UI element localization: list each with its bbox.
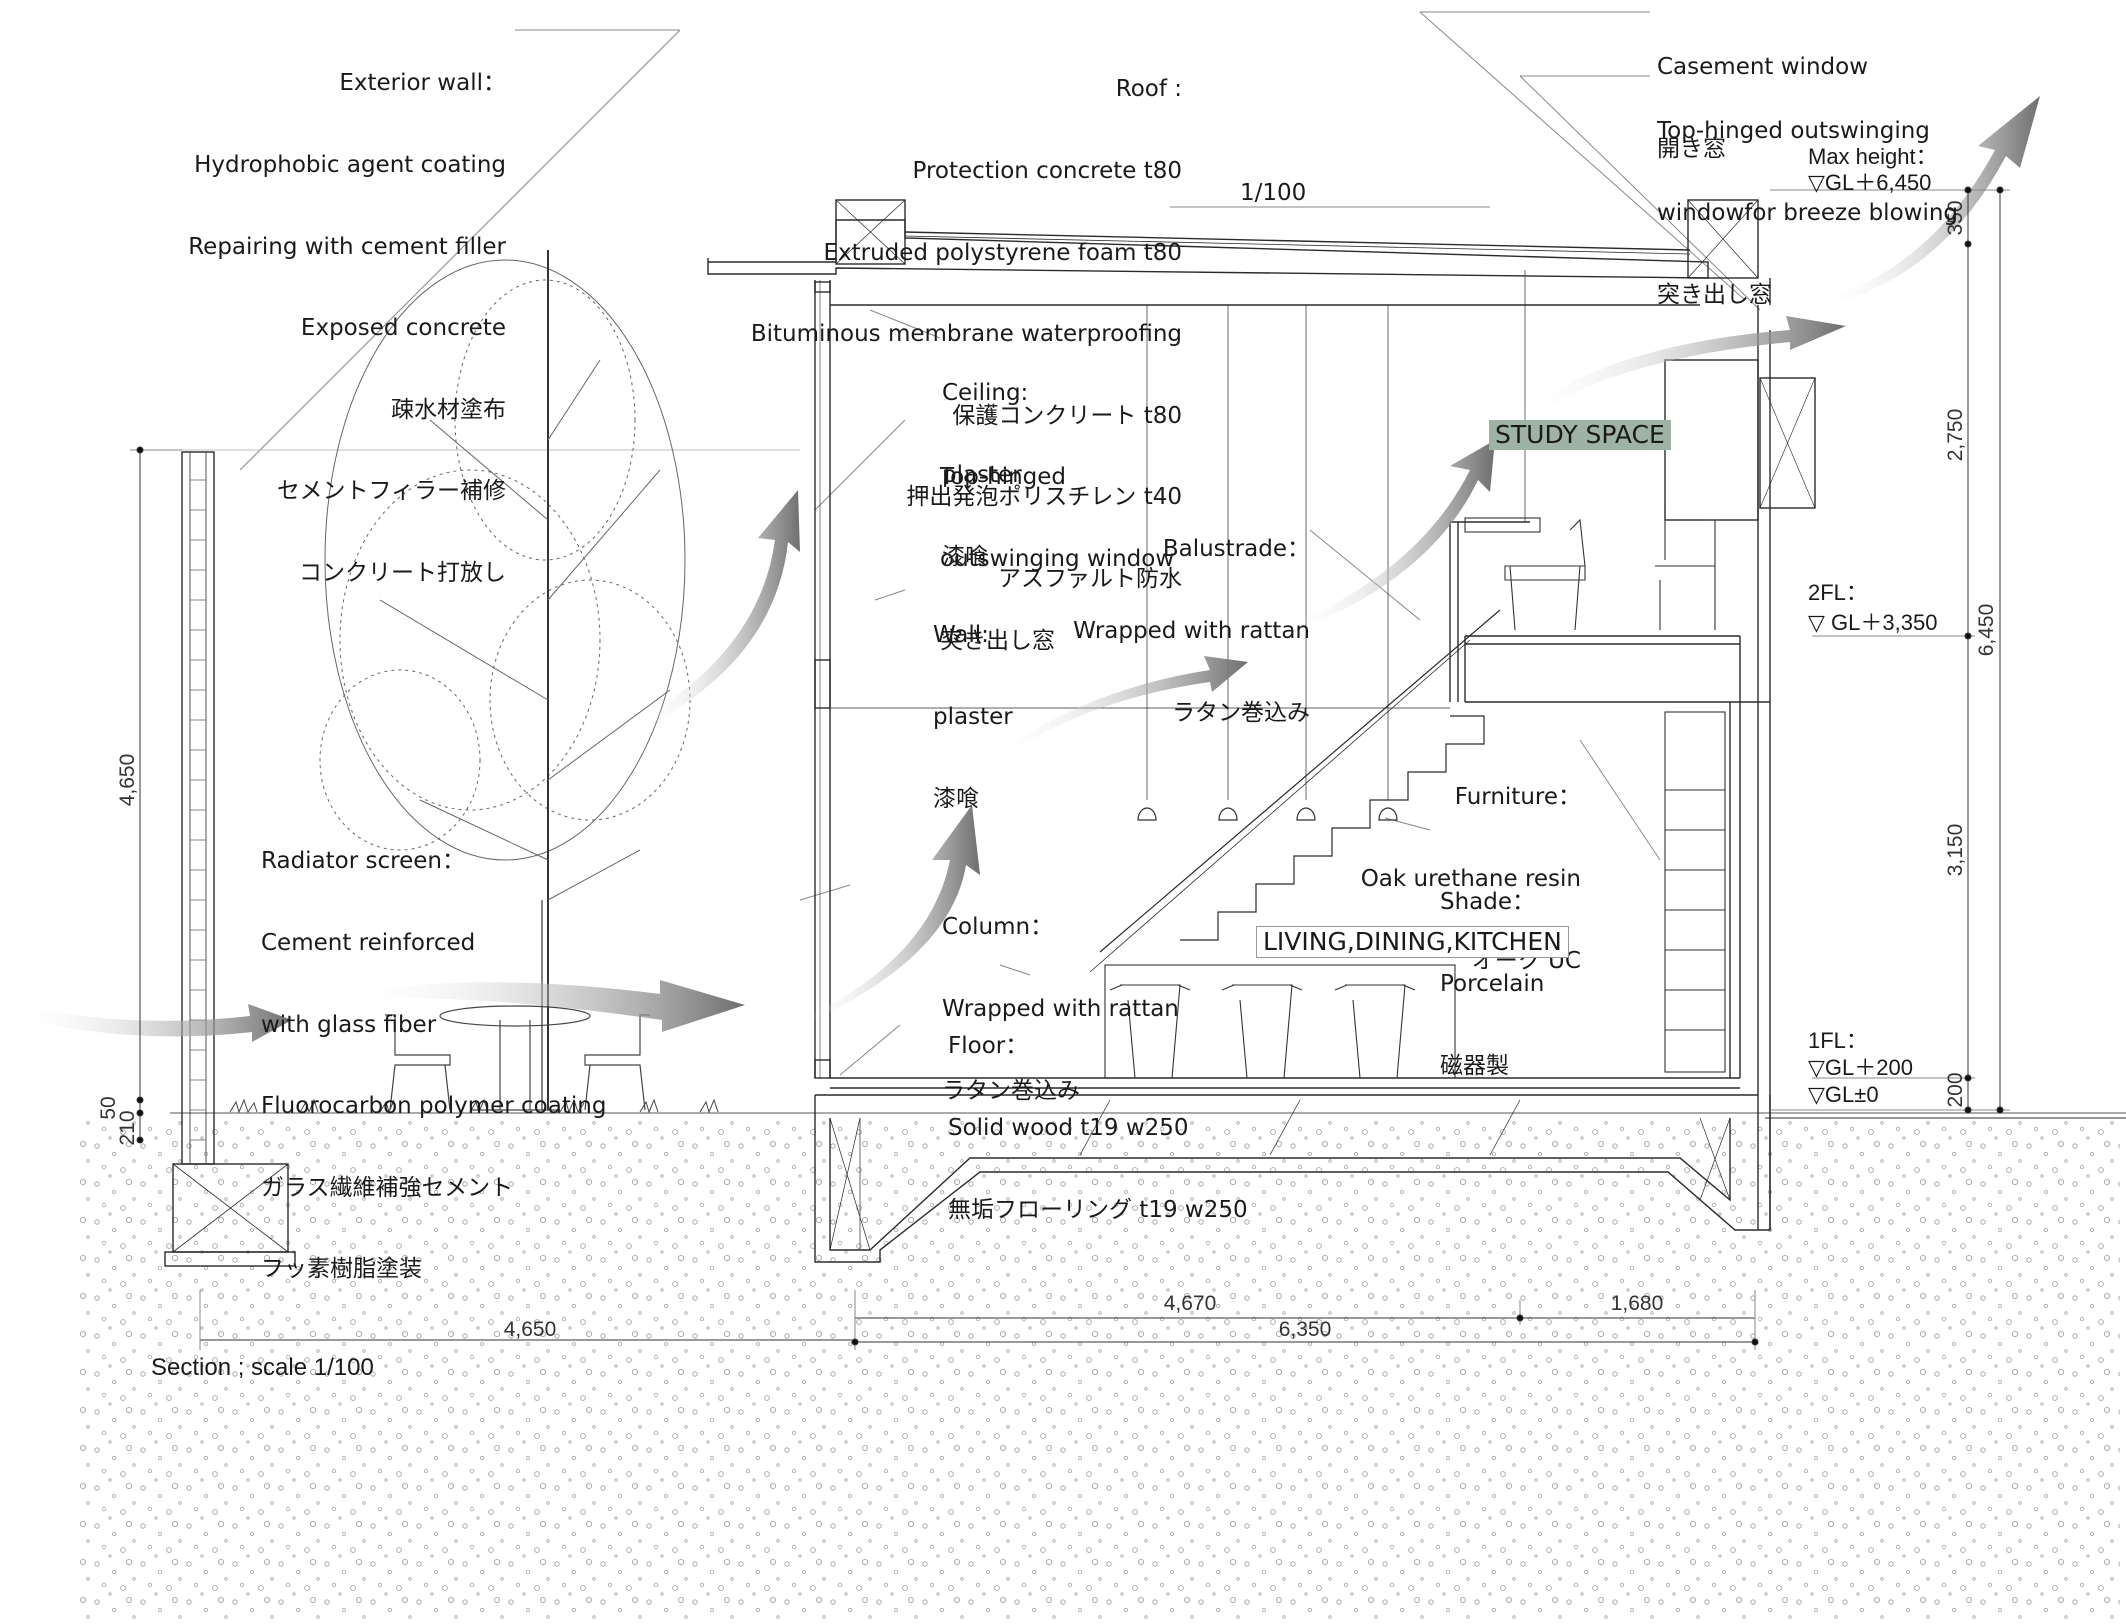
note-line: Exposed concrete <box>300 315 506 342</box>
note-line: 突き出し窓 <box>940 627 1055 654</box>
note-line: Balustrade： <box>1162 536 1310 563</box>
note-line: セメントフィラー補修 <box>276 478 506 505</box>
note-line: Extruded polystyrene foam t80 <box>823 239 1182 266</box>
note-line: Hydrophobic agent coating <box>194 152 506 179</box>
airflow-arrows <box>10 96 2040 1042</box>
note-line: Wrapped with rattan <box>1073 618 1310 645</box>
note-line: 保護コンクリート t80 <box>952 402 1182 429</box>
dim-2750: 2,750 <box>1944 409 1967 462</box>
note-column: Column： Wrapped with rattan ラタン巻込み <box>942 860 1179 1132</box>
level-max-height-label: Max height： <box>1808 144 1938 169</box>
dim-50: 50 <box>97 1096 120 1119</box>
note-line: Floor： <box>948 1033 1029 1060</box>
note-line: Top-hinged <box>940 464 1067 491</box>
dim-4670: 4,670 <box>1164 1292 1217 1315</box>
dim-left-4650: 4,650 <box>116 754 139 807</box>
note-line: Wall: <box>933 622 989 649</box>
study-furniture <box>1464 510 1716 631</box>
note-line: Exterior wall： <box>339 70 506 97</box>
note-ceiling: Ceiling: plaster 漆喰 <box>942 326 1028 598</box>
dim-3150: 3,150 <box>1944 824 1967 877</box>
note-floor: Floor： Solid wood t19 w250 無垢フローリング t19 … <box>948 979 1248 1251</box>
level-2fl-label: 2FL： <box>1808 580 1868 605</box>
note-line: Casement window <box>1657 54 1869 81</box>
dim-200: 200 <box>1944 1072 1967 1107</box>
note-line: Furniture： <box>1454 784 1581 811</box>
note-line: Fluorocarbon polymer coating <box>261 1093 607 1120</box>
note-line: Repairing with cement filler <box>188 233 506 260</box>
room-label-ldk: LIVING,DINING,KITCHEN <box>1256 926 1569 958</box>
ground <box>80 1112 2126 1620</box>
note-line: Protection concrete t80 <box>912 158 1182 185</box>
note-line: Cement reinforced <box>261 930 476 957</box>
note-line: Porcelain <box>1440 971 1545 998</box>
note-line: Solid wood t19 w250 <box>948 1115 1189 1142</box>
note-line: windowfor breeze blowing <box>1657 200 1959 227</box>
note-top-hinged-breeze: Top-hinged outswinging windowfor breeze … <box>1657 64 1958 336</box>
note-line: 突き出し窓 <box>1657 281 1772 308</box>
level-1fl-label: 1FL： <box>1808 1028 1868 1053</box>
note-line: 漆喰 <box>942 543 988 570</box>
level-2fl-value: ▽ GL＋3,350 <box>1808 610 1937 635</box>
note-roof: Roof : Protection concrete t80 Extruded … <box>751 22 1182 620</box>
note-line: ラタン巻込み <box>942 1077 1080 1104</box>
note-line: ガラス繊維補強セメント <box>261 1174 514 1201</box>
right-dimension-lines <box>1770 186 2010 1114</box>
dim-210: 210 <box>116 1110 139 1145</box>
note-line: 無垢フローリング t19 w250 <box>948 1196 1248 1223</box>
note-line: with glass fiber <box>261 1011 437 1038</box>
note-line: Radiator screen： <box>261 848 465 875</box>
staircase <box>1089 609 1501 973</box>
note-line: plaster <box>942 462 1022 489</box>
drawing-caption: Section ; scale 1/100 <box>151 1354 374 1381</box>
room-label-study: STUDY SPACE <box>1489 420 1671 450</box>
note-line: Column： <box>942 914 1054 941</box>
note-line: Wrapped with rattan <box>942 996 1179 1023</box>
note-line: plaster <box>933 704 1013 731</box>
note-line: Oak urethane resin <box>1360 866 1581 893</box>
note-roof-slope: 1/100 <box>1240 180 1307 206</box>
note-shade: Shade： Porcelain 磁器製 <box>1440 835 1544 1107</box>
note-line: 磁器製 <box>1440 1052 1509 1079</box>
outdoor-furniture <box>385 1005 650 1111</box>
dim-1680: 1,680 <box>1611 1292 1664 1315</box>
note-line: Shade： <box>1440 889 1536 916</box>
note-line: 開き窓 <box>1657 136 1726 163</box>
note-line: 押出発泡ポリスチレン t40 <box>906 484 1182 511</box>
left-dimension-lines <box>130 446 182 1144</box>
note-casement-window: Casement window 開き窓 <box>1657 0 1868 190</box>
dim-6350: 6,350 <box>1279 1318 1332 1341</box>
note-balustrade: Balustrade： Wrapped with rattan ラタン巻込み <box>1073 482 1310 754</box>
dining-furniture <box>1104 711 1726 1079</box>
level-max-height-value: ▽GL＋6,450 <box>1808 170 1931 195</box>
level-1fl-value: ▽GL＋200 <box>1808 1055 1913 1080</box>
note-radiator-screen: Radiator screen： Cement reinforced with … <box>261 794 606 1311</box>
note-line: 漆喰 <box>933 785 979 812</box>
note-line: Top-hinged outswinging <box>1657 118 1930 145</box>
note-exterior-wall: Exterior wall： Hydrophobic agent coating… <box>188 16 506 614</box>
boundary-wall-ribs <box>190 479 206 1141</box>
pendant-shades <box>1137 807 1398 821</box>
note-line: アスファルト防水 <box>998 566 1182 593</box>
dim-6450: 6,450 <box>1975 604 1998 657</box>
boundary-wall <box>164 449 800 1267</box>
note-line: 疎水材塗布 <box>391 396 506 423</box>
note-line: コンクリート打放し <box>299 560 506 587</box>
note-line: Roof : <box>1115 76 1182 103</box>
dim-bottom-4650: 4,650 <box>504 1318 557 1341</box>
bottom-dimension-lines <box>199 1290 1759 1350</box>
note-line: ラタン巻込み <box>1172 699 1310 726</box>
note-line: Ceiling: <box>942 380 1029 407</box>
grass <box>229 1098 719 1114</box>
note-line: フッ素樹脂塗装 <box>261 1256 422 1283</box>
note-wall: Wall: plaster 漆喰 <box>933 568 1013 840</box>
note-line: outswinging window <box>940 546 1175 573</box>
note-top-hinged: Top-hinged outswinging window 突き出し窓 <box>940 410 1174 682</box>
note-line: Bituminous membrane waterproofing <box>750 321 1182 348</box>
dim-350: 350 <box>1944 200 1967 235</box>
level-gl-value: ▽GL±0 <box>1808 1082 1879 1107</box>
